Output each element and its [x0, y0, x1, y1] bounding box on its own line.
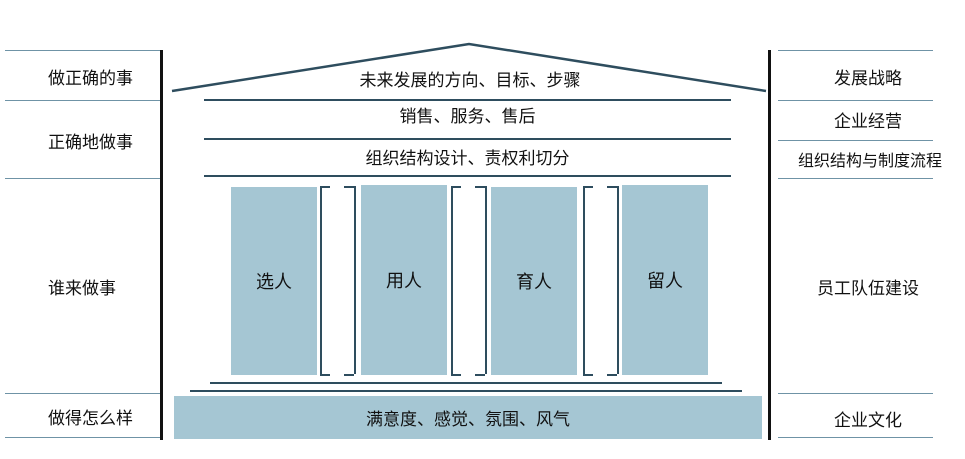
- base-text: 满意度、感觉、氛围、风气: [366, 410, 570, 430]
- right-label-culture: 企业文化: [834, 411, 902, 431]
- pillar-gap-3-top: [583, 186, 593, 188]
- band-sales-text: 销售、服务、售后: [399, 107, 536, 127]
- pillar-gap-3-bot-r: [607, 374, 617, 376]
- left-divider-3: [5, 178, 160, 179]
- pillar-gap-1-bot-r: [344, 374, 354, 376]
- right-vertical-bar: [768, 50, 771, 440]
- left-divider-5: [5, 437, 160, 438]
- left-divider-1: [5, 50, 160, 51]
- left-divider-2: [5, 100, 160, 101]
- right-divider-2: [778, 100, 933, 101]
- pillar-use: 用人: [361, 185, 447, 375]
- right-label-team-building: 员工队伍建设: [817, 279, 919, 299]
- beam-2: [204, 138, 731, 140]
- band-org-text: 组织结构设计、责权利切分: [365, 149, 570, 169]
- beam-1: [204, 99, 731, 101]
- pillar-use-label: 用人: [386, 271, 422, 292]
- pillar-gap-1-top: [320, 186, 330, 188]
- base-line-2: [190, 390, 742, 392]
- right-label-strategy: 发展战略: [834, 69, 902, 89]
- left-divider-4: [5, 393, 160, 394]
- left-vertical-bar: [160, 50, 163, 440]
- pillar-develop: 育人: [491, 187, 577, 375]
- pillar-gap-1-top-r: [344, 186, 354, 188]
- pillar-gap-2-top: [451, 186, 461, 188]
- left-label-do-right-things: 做正确的事: [48, 69, 133, 89]
- pillar-gap-1-bot: [320, 374, 330, 376]
- right-divider-6: [778, 437, 933, 438]
- pillar-retain: 留人: [622, 185, 708, 375]
- left-label-who-does: 谁来做事: [48, 279, 116, 299]
- pillar-gap-2-top-r: [475, 186, 485, 188]
- pillar-gap-1: [320, 186, 356, 374]
- left-label-do-things-right: 正确地做事: [48, 133, 133, 153]
- base-line-1: [210, 382, 722, 384]
- left-label-how-well: 做得怎么样: [48, 409, 133, 429]
- roof-text: 未来发展的方向、目标、步骤: [359, 71, 581, 91]
- right-divider-3: [778, 140, 933, 141]
- pillar-gap-3-bot: [583, 374, 593, 376]
- right-label-org-structure: 组织结构与制度流程: [797, 151, 942, 170]
- right-divider-4: [778, 178, 933, 179]
- pillar-select: 选人: [231, 187, 317, 375]
- pillar-gap-2-bot: [451, 374, 461, 376]
- right-divider-5: [778, 393, 933, 394]
- pillar-gap-2: [451, 186, 487, 374]
- pillar-gap-2-bot-r: [475, 374, 485, 376]
- pillar-develop-label: 育人: [516, 272, 552, 293]
- beam-3: [204, 175, 731, 177]
- house-base: 满意度、感觉、氛围、风气: [174, 396, 762, 439]
- right-label-operations: 企业经营: [834, 112, 902, 132]
- pillar-retain-label: 留人: [647, 271, 683, 292]
- right-divider-1: [778, 50, 933, 51]
- pillar-select-label: 选人: [256, 272, 292, 293]
- pillar-gap-3: [583, 186, 619, 374]
- pillar-gap-3-top-r: [607, 186, 617, 188]
